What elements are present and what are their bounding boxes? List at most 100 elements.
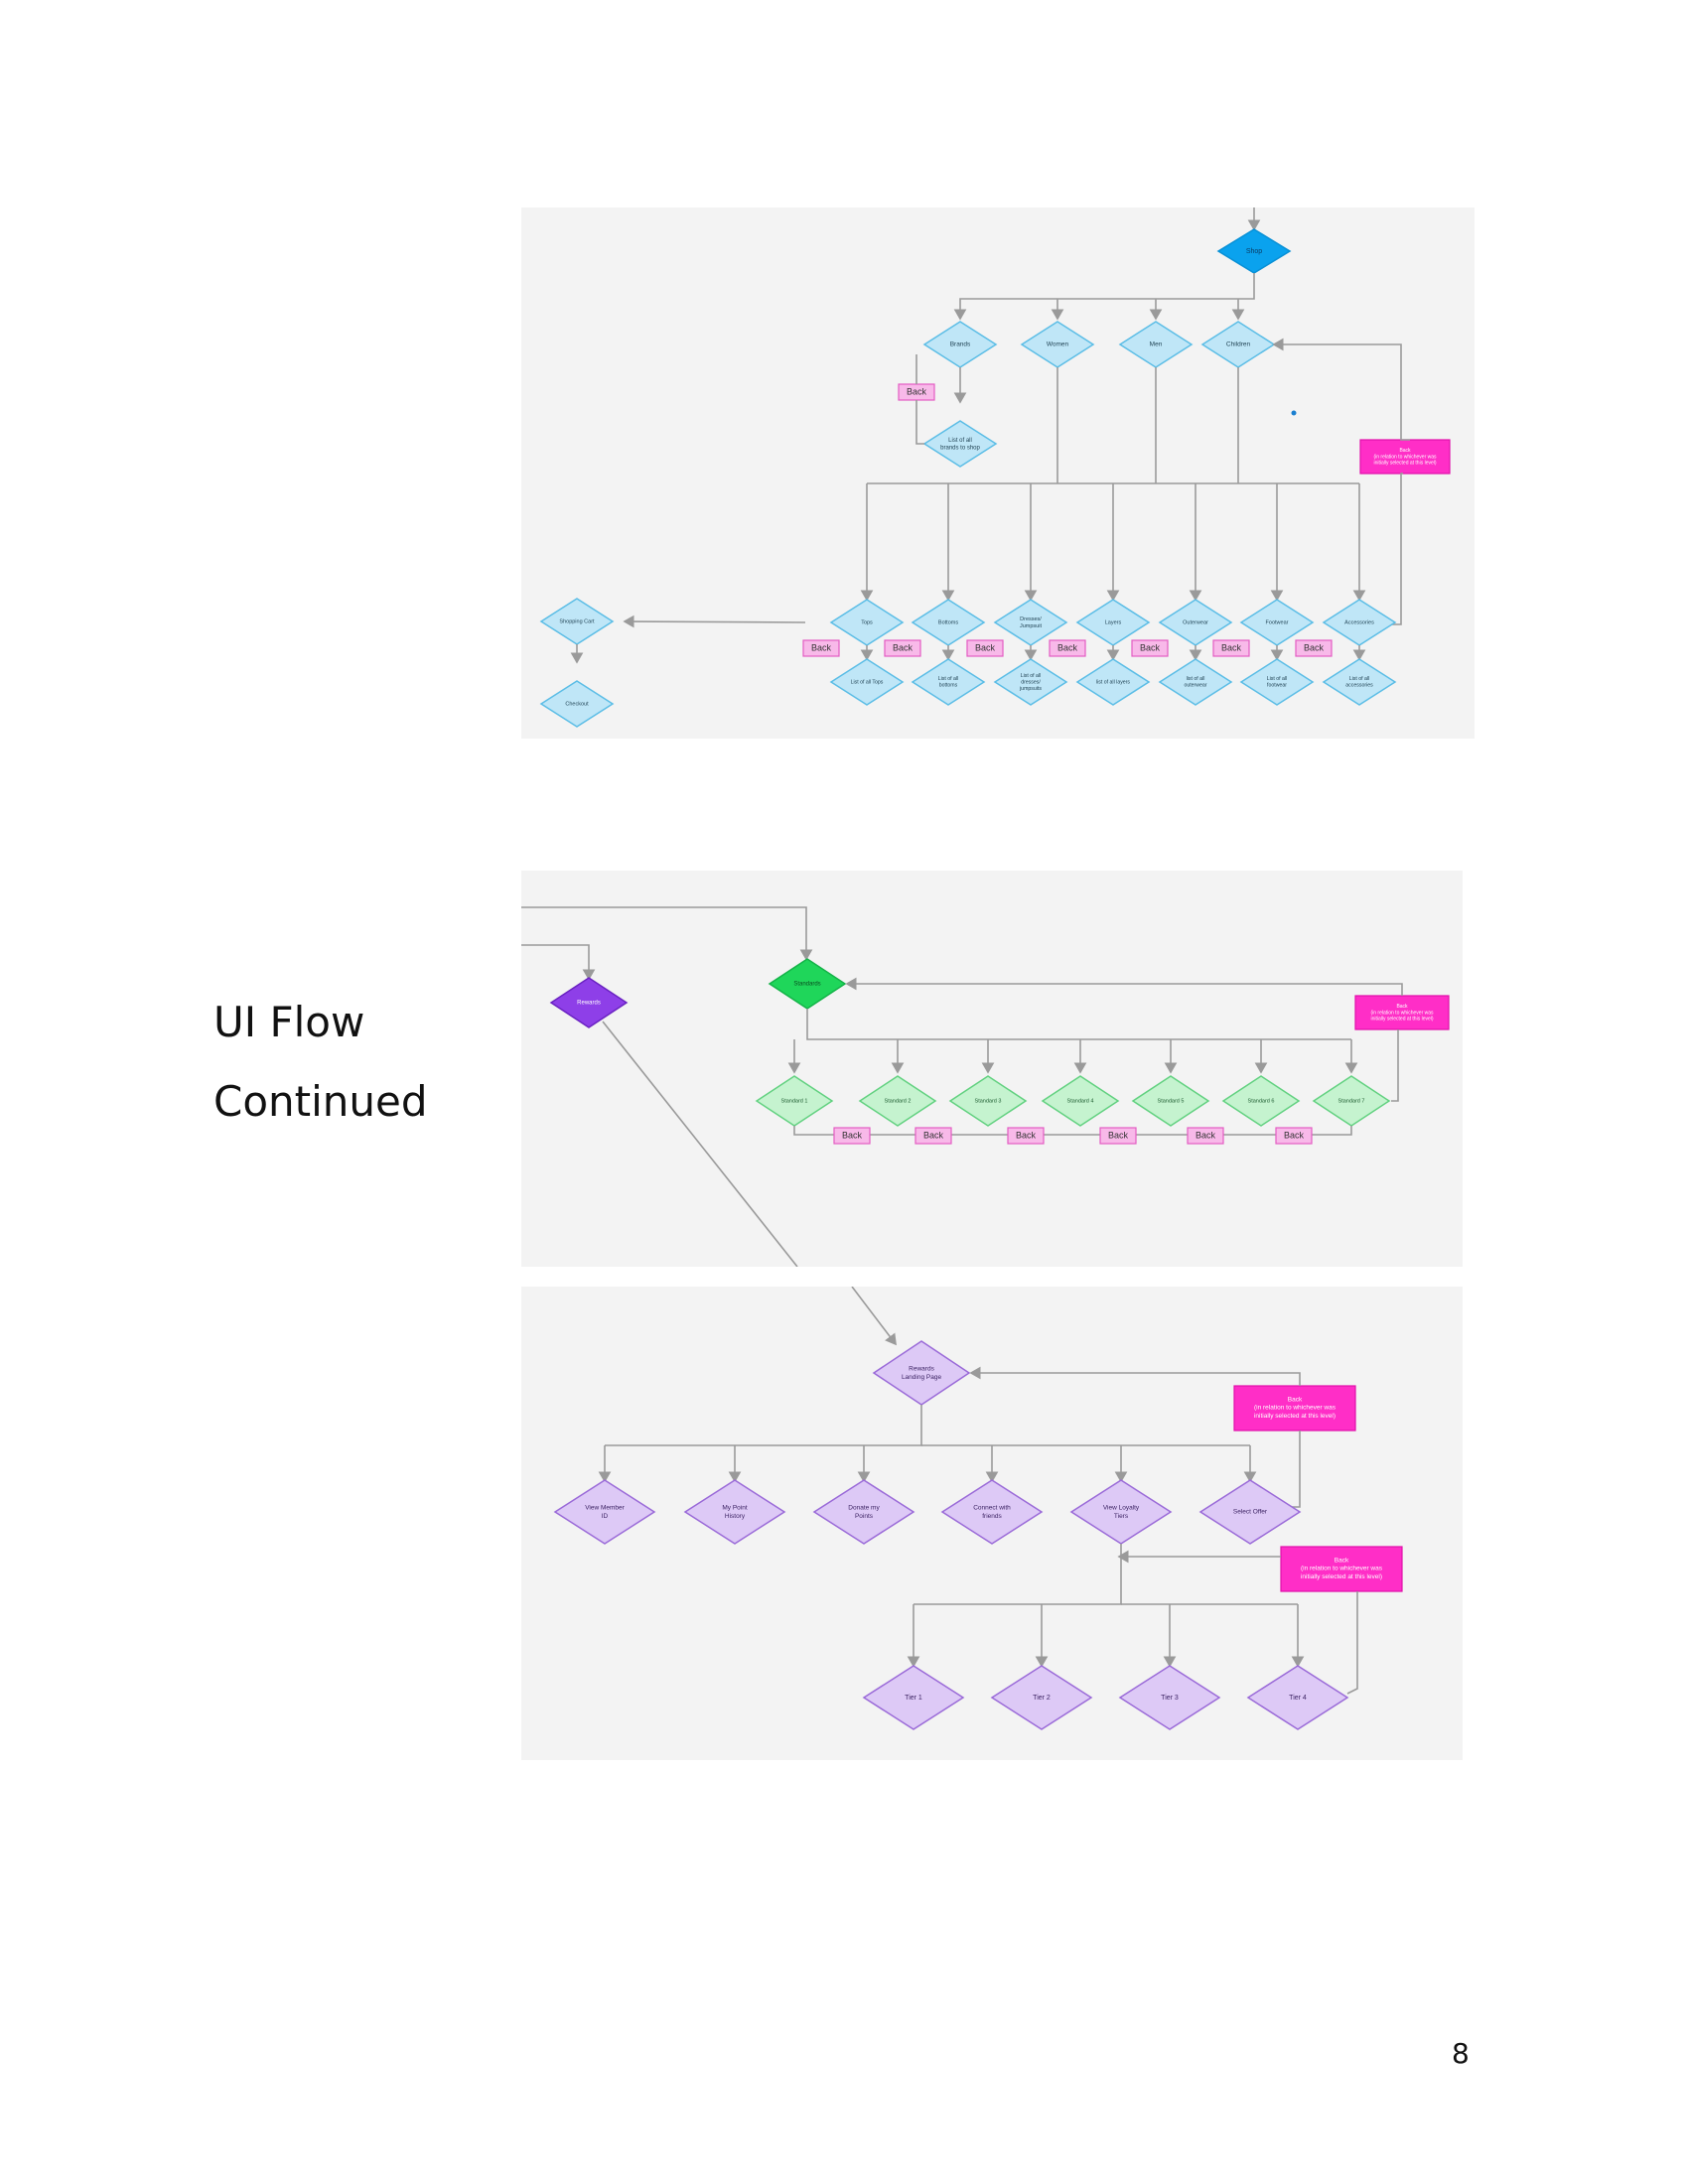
category-node-label: Children	[1226, 341, 1251, 348]
standard-label: Standard 7	[1338, 1098, 1365, 1104]
back-button	[1295, 639, 1333, 657]
back-button-label: Back	[975, 642, 996, 652]
brands-list-label: brands to shop	[940, 445, 980, 451]
rewards-option-node	[812, 1479, 915, 1545]
standard-node	[858, 1075, 937, 1127]
back-button	[1131, 639, 1169, 657]
category-list-label: accessories	[1345, 683, 1373, 689]
connector-line	[1283, 1431, 1301, 1508]
category-list-label: list of all	[1187, 676, 1205, 682]
section-title-line-1: UI Flow	[213, 998, 365, 1046]
standard-node	[1131, 1075, 1210, 1127]
rewards-option-label: Select Offer	[1233, 1509, 1268, 1516]
back-button-label: Back	[1016, 1130, 1037, 1140]
back-button-label: Back	[842, 1130, 863, 1140]
connector-line	[1391, 1029, 1399, 1102]
rewards-option-label: View Member	[585, 1505, 625, 1512]
back-button	[802, 639, 840, 657]
tier-label: Tier 2	[1033, 1695, 1051, 1702]
tier-label: Tier 3	[1161, 1695, 1179, 1702]
standard-label: Standard 1	[781, 1098, 808, 1104]
back-button	[1212, 639, 1250, 657]
category-list-label: bottoms	[939, 683, 958, 689]
rewards-option-node	[1198, 1479, 1302, 1545]
back-note-label: (in relation to whichever was	[1370, 1010, 1434, 1016]
back-note-label: Back	[1335, 1558, 1349, 1565]
category-list-node	[1239, 658, 1315, 706]
standard-label: Standard 6	[1248, 1098, 1275, 1104]
back-note-label: (in relation to whichever was	[1301, 1566, 1383, 1572]
category-list-label: List of all	[1349, 676, 1369, 682]
back-button-label: Back	[811, 642, 832, 652]
category-list-node	[1075, 658, 1151, 706]
rewards-option-label: My Point	[722, 1505, 747, 1512]
category-list-label: list of all layers	[1096, 679, 1130, 685]
tier-label: Tier 4	[1289, 1695, 1307, 1702]
tier-node	[990, 1665, 1093, 1730]
standard-node	[1221, 1075, 1301, 1127]
standard-label: Standard 5	[1158, 1098, 1185, 1104]
connector-line	[914, 1544, 1122, 1605]
back-button	[914, 1127, 952, 1145]
standards-label: Standards	[793, 982, 820, 988]
connector-line	[1373, 473, 1403, 625]
category-list-node	[1322, 658, 1397, 706]
connector-line	[851, 1287, 897, 1346]
back-note-label: (in relation to whichever was	[1254, 1405, 1336, 1412]
back-button	[1007, 1127, 1045, 1145]
back-note	[1280, 1546, 1403, 1592]
category-list-label: footwear	[1267, 683, 1287, 689]
back-note-label: initially selected at this level)	[1301, 1573, 1382, 1580]
category-list-label: List of all	[1021, 673, 1041, 679]
back-button-label: Back	[1196, 1130, 1216, 1140]
connector-line	[521, 906, 813, 961]
back-button	[1049, 639, 1086, 657]
category-node-label: Brands	[950, 341, 971, 348]
connector-line	[1272, 338, 1410, 441]
tier-node	[1246, 1665, 1349, 1730]
connector-line	[915, 400, 924, 445]
standard-node	[1041, 1075, 1120, 1127]
category-list-node	[1158, 658, 1233, 706]
category-list-node	[911, 658, 986, 706]
category-node-label: Accessories	[1344, 619, 1374, 625]
back-button-label: Back	[1057, 642, 1078, 652]
back-button-label: Back	[1304, 642, 1325, 652]
back-button	[833, 1127, 871, 1145]
category-list-label: List of all	[938, 676, 958, 682]
connector-line	[793, 1126, 1352, 1136]
category-node-label: Tops	[861, 619, 873, 625]
rewards-option-label: Tiers	[1114, 1513, 1129, 1520]
category-node-label: Outerwear	[1183, 619, 1208, 625]
category-node-label: Bottoms	[938, 619, 958, 625]
section-title-line-2: Continued	[213, 1077, 428, 1126]
brands-list-node	[922, 420, 998, 468]
back-note-label: initially selected at this level)	[1373, 461, 1436, 467]
back-note-label: Back	[1396, 1004, 1408, 1010]
back-button-label: Back	[1221, 642, 1242, 652]
category-list-node	[993, 658, 1068, 706]
back-button	[884, 639, 921, 657]
rewards-option-label: Points	[855, 1513, 874, 1520]
connector-line	[953, 273, 1255, 321]
connector-line	[845, 977, 1403, 996]
category-node-label: Women	[1047, 341, 1069, 348]
connector-line	[1346, 1591, 1358, 1695]
connector-line	[806, 1009, 1351, 1040]
back-note-label: initially selected at this level)	[1254, 1413, 1336, 1420]
tier-node	[862, 1665, 965, 1730]
checkout-label: Checkout	[565, 701, 589, 707]
rewards-option-label: View Loyalty	[1103, 1505, 1140, 1512]
rewards-option-label: friends	[982, 1513, 1002, 1520]
back-note	[1233, 1385, 1356, 1432]
connector-line	[602, 1021, 798, 1267]
rewards-option-label: Donate my	[848, 1505, 880, 1512]
rewards-option-label: History	[725, 1513, 746, 1520]
back-button	[1275, 1127, 1313, 1145]
back-button-label: Back	[893, 642, 914, 652]
category-list-label: dresses/	[1021, 679, 1041, 685]
category-node-label: Layers	[1105, 619, 1122, 625]
rewards-landing-label: Rewards	[909, 1366, 934, 1373]
